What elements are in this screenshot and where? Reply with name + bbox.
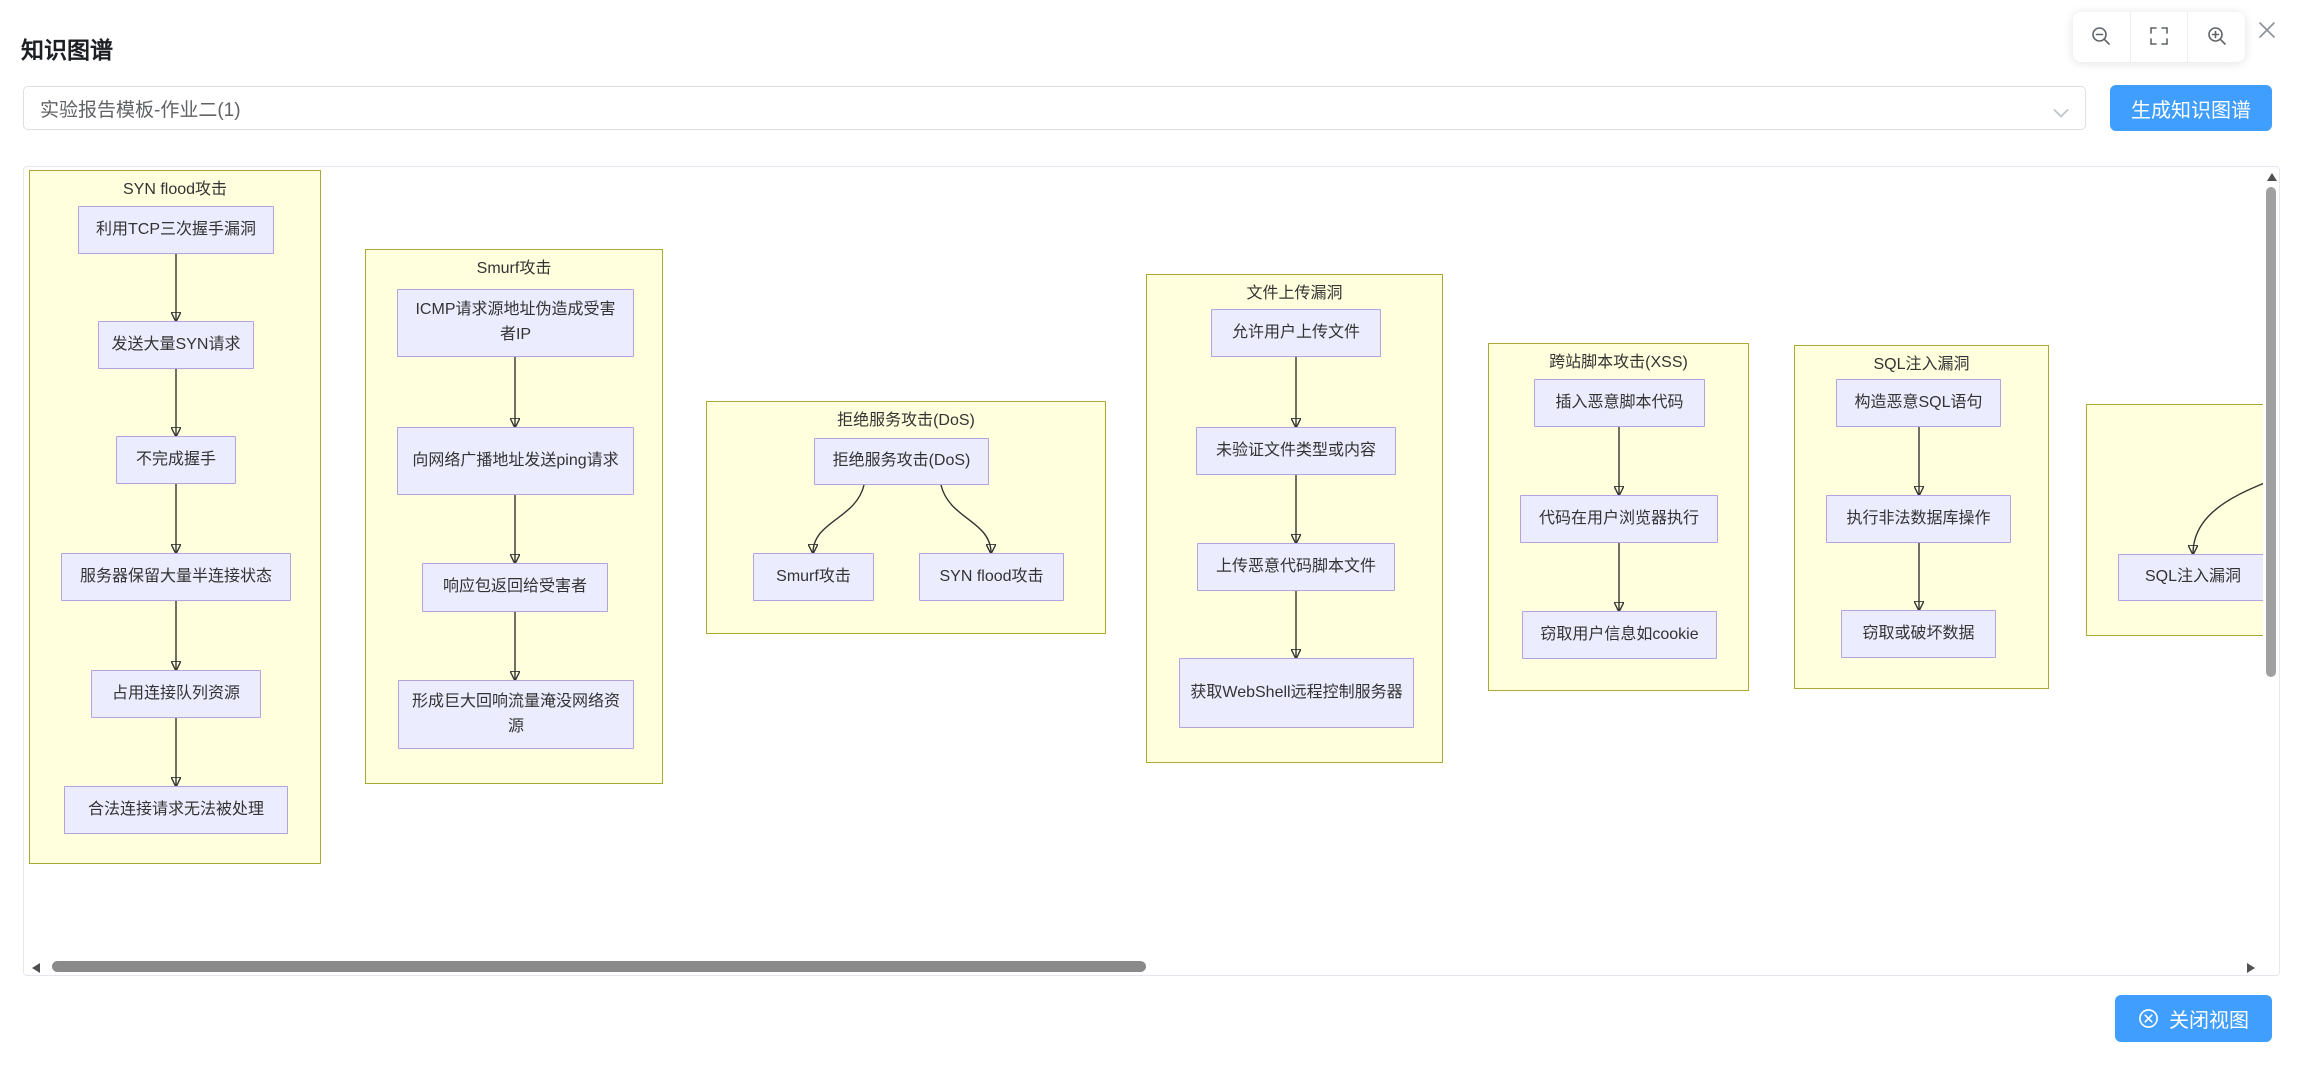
- diagram-node: 发送大量SYN请求: [98, 321, 254, 369]
- diagram-node: 利用TCP三次握手漏洞: [78, 206, 274, 254]
- scroll-left-arrow[interactable]: [32, 963, 40, 973]
- close-icon: [2255, 18, 2279, 45]
- diagram-node: 拒绝服务攻击(DoS): [814, 438, 989, 485]
- diagram-node: 执行非法数据库操作: [1826, 495, 2011, 543]
- scroll-up-arrow[interactable]: [2267, 173, 2277, 181]
- diagram-node: 上传恶意代码脚本文件: [1197, 543, 1395, 591]
- zoom-in-icon: [2206, 25, 2228, 50]
- generate-graph-button[interactable]: 生成知识图谱: [2110, 85, 2272, 131]
- close-view-label: 关闭视图: [2169, 1010, 2249, 1032]
- zoom-toolbar: [2073, 12, 2245, 62]
- diagram-group-title: 拒绝服务攻击(DoS): [837, 412, 975, 429]
- vertical-scrollbar-thumb[interactable]: [2266, 187, 2276, 677]
- template-select-value: 实验报告模板-作业二(1): [40, 99, 241, 121]
- diagram-node: 不完成握手: [116, 436, 236, 484]
- diagram-node: 服务器保留大量半连接状态: [61, 553, 291, 601]
- diagram-group-title: SQL注入漏洞: [1873, 356, 1970, 373]
- diagram-node: 形成巨大回响流量淹没网络资源: [398, 680, 634, 749]
- diagram-node: SQL注入漏洞: [2118, 554, 2268, 601]
- zoom-out-icon: [2090, 25, 2112, 50]
- diagram-node: 未验证文件类型或内容: [1196, 427, 1396, 475]
- zoom-out-button[interactable]: [2073, 12, 2130, 62]
- diagram-node: SYN flood攻击: [919, 553, 1064, 601]
- scroll-right-arrow[interactable]: [2247, 963, 2255, 973]
- scrollbar-corner: [2263, 959, 2279, 975]
- page-title: 知识图谱: [21, 37, 113, 64]
- diagram-node: ICMP请求源地址伪造成受害者IP: [397, 289, 634, 357]
- template-select[interactable]: 实验报告模板-作业二(1): [23, 86, 2086, 130]
- diagram-group: SYN flood攻击: [29, 170, 321, 864]
- diagram-group: [2086, 404, 2279, 636]
- diagram-node: 插入恶意脚本代码: [1534, 379, 1705, 427]
- diagram-node: 获取WebShell远程控制服务器: [1179, 658, 1414, 728]
- diagram-node: 响应包返回给受害者: [422, 563, 608, 612]
- fullscreen-button[interactable]: [2129, 12, 2188, 62]
- diagram-node: Smurf攻击: [753, 553, 874, 601]
- diagram-node: 向网络广播地址发送ping请求: [397, 427, 634, 495]
- diagram-group-title: SYN flood攻击: [122, 181, 228, 198]
- diagram-node: 窃取用户信息如cookie: [1522, 611, 1717, 659]
- diagram-node: 合法连接请求无法被处理: [64, 786, 288, 834]
- vertical-scrollbar[interactable]: [2263, 167, 2279, 975]
- diagram-group-title: 文件上传漏洞: [1246, 285, 1343, 302]
- chevron-down-icon: [2053, 105, 2069, 123]
- diagram-node: 窃取或破坏数据: [1841, 610, 1996, 658]
- diagram-group-title: Smurf攻击: [476, 260, 552, 277]
- close-view-button[interactable]: 关闭视图: [2115, 995, 2272, 1042]
- horizontal-scrollbar-thumb[interactable]: [52, 961, 1146, 972]
- diagram-node: 允许用户上传文件: [1211, 309, 1381, 357]
- diagram-group-title: 跨站脚本攻击(XSS): [1549, 354, 1688, 371]
- horizontal-scrollbar[interactable]: [24, 959, 2263, 975]
- circle-x-icon: [2138, 1008, 2159, 1029]
- diagram-node: 占用连接队列资源: [91, 670, 261, 718]
- diagram-node: 构造恶意SQL语句: [1836, 379, 2001, 427]
- diagram-node: 代码在用户浏览器执行: [1520, 495, 1718, 543]
- zoom-in-button[interactable]: [2187, 12, 2245, 62]
- fullscreen-icon: [2149, 26, 2169, 49]
- close-panel-button[interactable]: [2252, 16, 2282, 46]
